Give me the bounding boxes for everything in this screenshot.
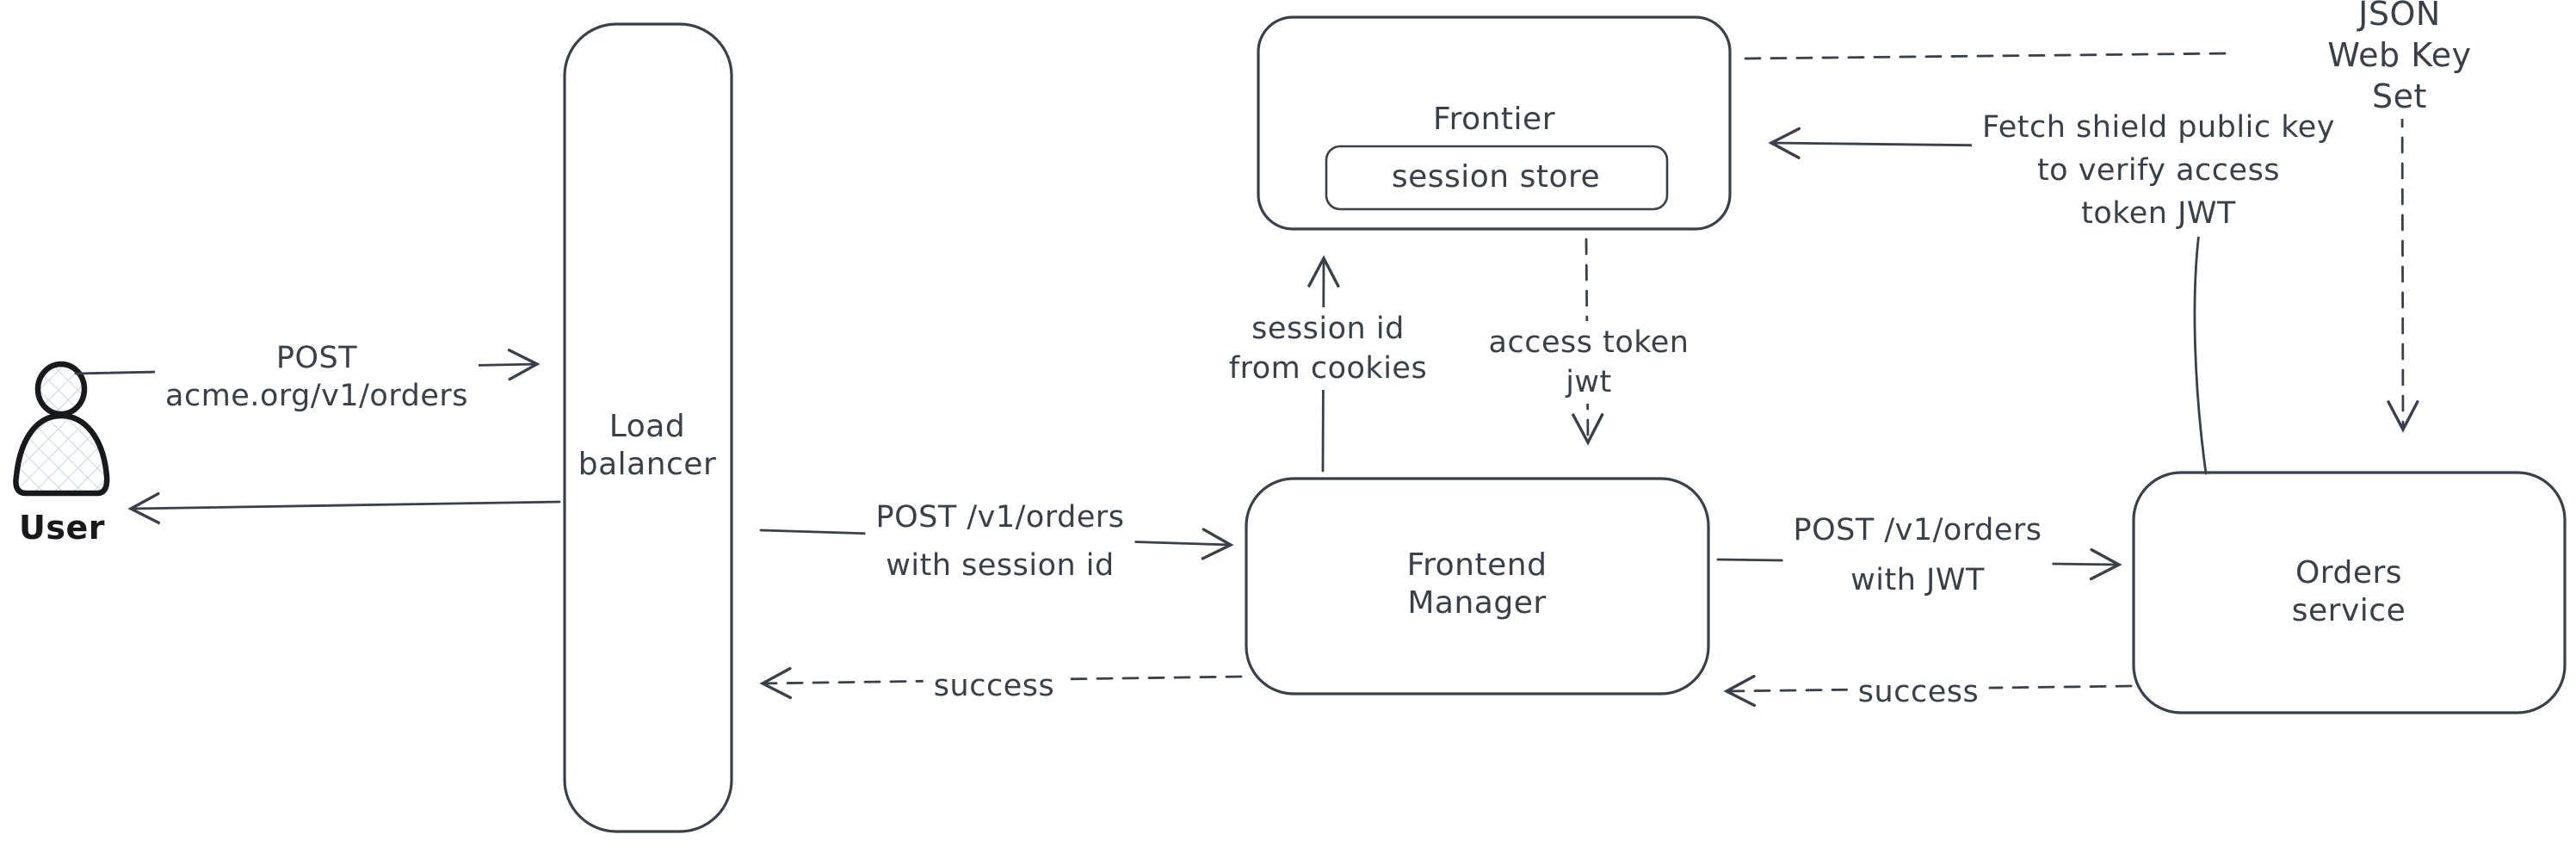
session-store-label: session store: [1386, 158, 1606, 196]
frontend-manager-label: Frontend Manager: [1401, 547, 1553, 622]
connector-frontier-to-jwks: [1744, 52, 2233, 60]
connector-frontier-to-fm: [1572, 238, 1604, 446]
edge-label-post-with-session-id: POST /v1/orders with session id: [865, 492, 1135, 591]
edge-label-fetch-shield-public-key: Fetch shield public key to verify access…: [1972, 104, 2345, 237]
edge-label-post-acme-orders: POST acme.org/v1/orders: [155, 337, 479, 417]
edge-label-session-id-from-cookies: session id from cookies: [1218, 307, 1438, 390]
user-head: [34, 361, 88, 417]
edge-label-success-right: success: [1847, 670, 1990, 714]
orders-service-label: Orders service: [2235, 554, 2462, 630]
edge-label-success-left: success: [923, 664, 1066, 708]
connector-lb-to-user: [127, 492, 561, 525]
load-balancer-label: Load balancer: [572, 408, 722, 484]
frontier-label: Frontier: [1427, 101, 1561, 139]
user-body: [13, 412, 110, 497]
edge-label-access-token-jwt: access token jwt: [1478, 321, 1700, 404]
connector-orders-to-fm: [1723, 674, 2133, 708]
edge-label-json-web-key-set: JSON Web Key Set: [2311, 0, 2488, 119]
connector-jwks-to-orders: [2387, 84, 2419, 433]
edge-label-post-with-jwt: POST /v1/orders with JWT: [1782, 504, 2053, 607]
user-icon: [13, 361, 110, 497]
user-label: User: [19, 509, 105, 547]
